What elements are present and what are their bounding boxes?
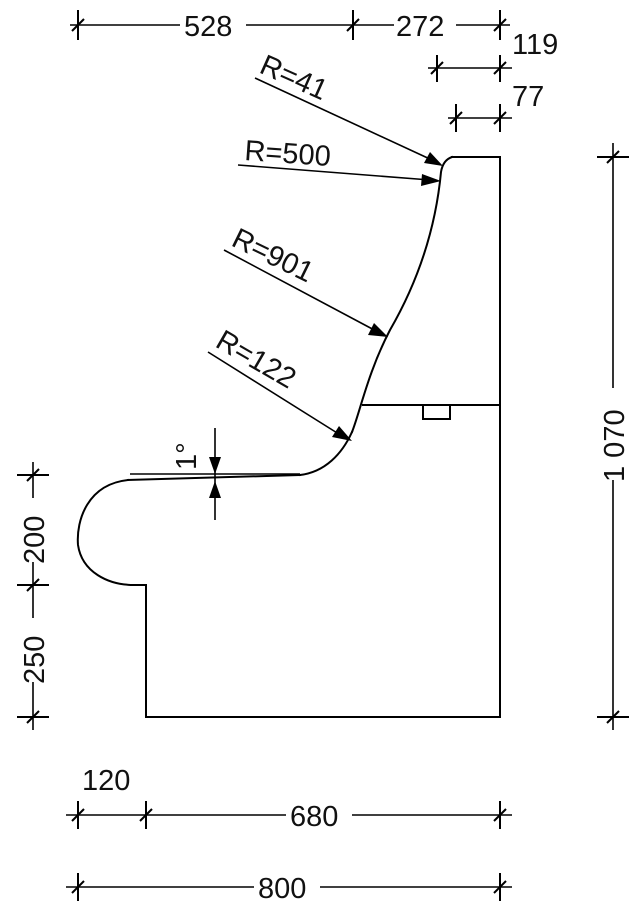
r500-label: R=500 bbox=[244, 135, 332, 173]
front-roll-curve bbox=[76, 478, 147, 586]
seat-base-outline bbox=[145, 404, 501, 718]
right-dimension: 1 070 bbox=[597, 143, 631, 730]
dim-200-label: 200 bbox=[19, 516, 51, 564]
dim-1070-label: 1 070 bbox=[599, 409, 631, 482]
joint-notch bbox=[422, 404, 451, 420]
r122-label: R=122 bbox=[211, 324, 302, 395]
dim-77-label: 77 bbox=[512, 81, 544, 113]
dim-272-label: 272 bbox=[396, 11, 444, 43]
seat-top-line bbox=[126, 473, 302, 482]
r901-leader bbox=[223, 249, 379, 333]
dim-680-label: 680 bbox=[290, 801, 338, 833]
backrest-top-outline bbox=[451, 156, 501, 406]
r41-leader bbox=[254, 77, 433, 161]
dim-119-label: 119 bbox=[512, 29, 558, 61]
angle-label: 1° bbox=[171, 442, 203, 470]
top-dimensions: 528 272 119 77 bbox=[70, 10, 558, 132]
dim-250-label: 250 bbox=[19, 636, 51, 684]
r41-label: R=41 bbox=[255, 49, 332, 107]
angle-marker: 1° bbox=[171, 428, 221, 520]
dim-528-label: 528 bbox=[184, 11, 232, 43]
radius-callouts: R=41 R=500 R=901 R=122 bbox=[207, 49, 443, 441]
backrest-curve bbox=[350, 155, 454, 434]
bench-profile-outline bbox=[76, 155, 501, 718]
r500-leader bbox=[237, 164, 431, 181]
left-dimensions: 200 250 bbox=[17, 462, 51, 730]
dim-120-label: 120 bbox=[82, 765, 130, 797]
r122-leader bbox=[207, 351, 343, 437]
bottom-dimensions: 120 680 800 bbox=[66, 765, 512, 905]
r901-label: R=901 bbox=[227, 223, 319, 290]
dim-800-label: 800 bbox=[258, 873, 306, 905]
